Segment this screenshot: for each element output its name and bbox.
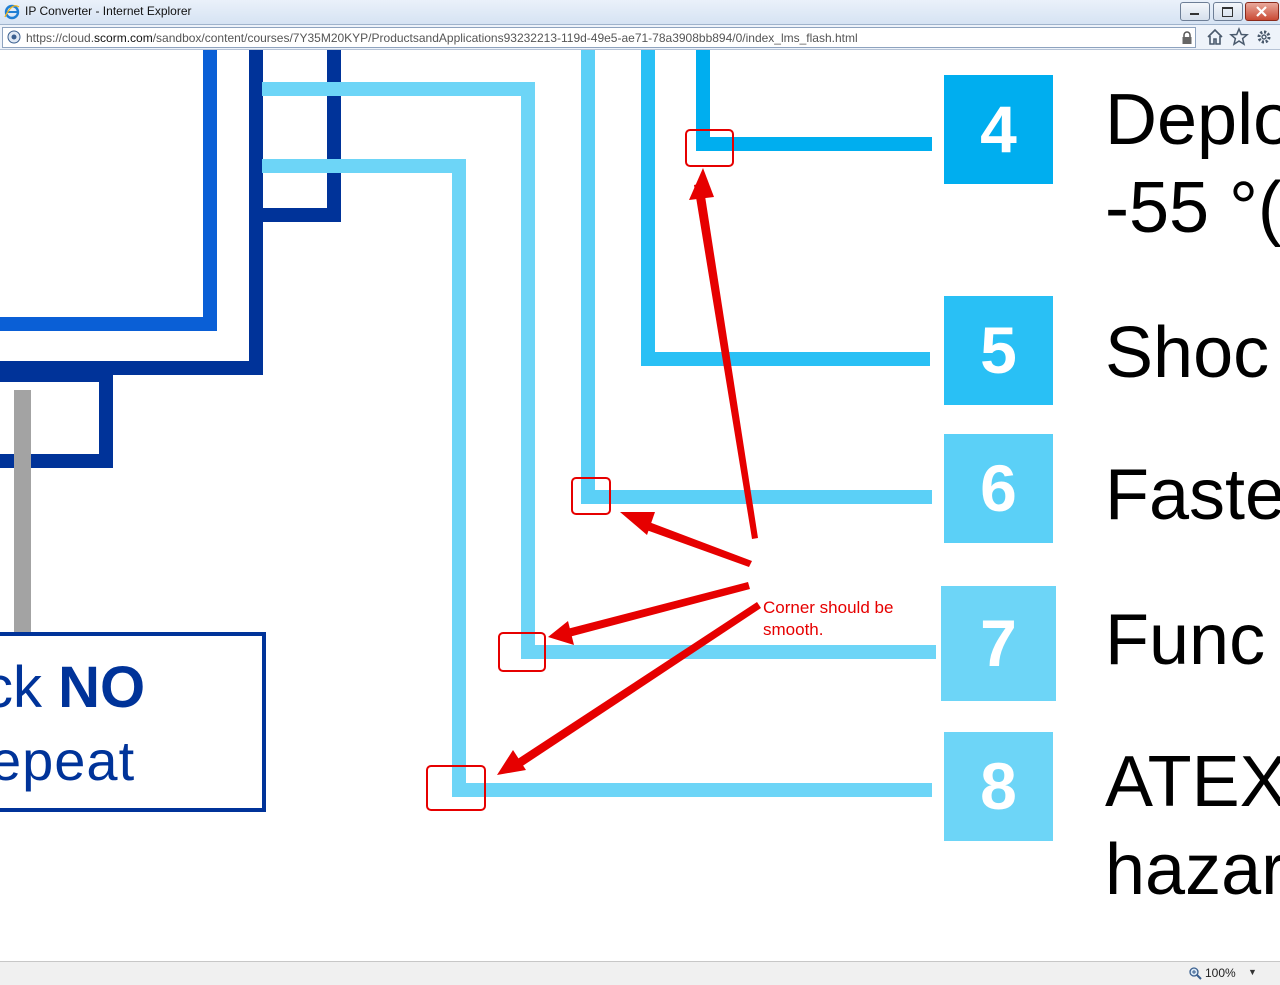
highlight-box-corner-8 <box>426 765 486 811</box>
restore-button[interactable] <box>1213 2 1243 21</box>
number-box-6: 6 <box>944 434 1053 543</box>
arrow-head-6 <box>620 512 655 535</box>
grey-connector <box>14 390 31 634</box>
url-text: https://cloud.scorm.com/sandbox/content/… <box>26 31 858 45</box>
number-8: 8 <box>980 749 1017 823</box>
site-icon <box>7 30 21 44</box>
annotation-line2: smooth. <box>763 620 824 639</box>
no-option-box[interactable]: ck NO epeat <box>0 632 266 812</box>
arrow-to-corner-4 <box>694 183 758 539</box>
arrow-head-7 <box>548 621 574 645</box>
connector-item-4 <box>696 50 932 151</box>
no-box-line1: ck NO <box>0 654 145 721</box>
zoom-dropdown-icon[interactable]: ▼ <box>1248 967 1257 977</box>
connector-item-5 <box>641 50 930 366</box>
item-label-7: Func <box>1105 600 1266 680</box>
number-6: 6 <box>980 451 1017 525</box>
highlight-box-corner-4 <box>685 129 734 167</box>
annotation-line1: Corner should be <box>763 598 894 617</box>
connector-mid-blue <box>0 50 217 331</box>
annotation-note: Corner should be smooth. <box>763 597 893 641</box>
connector-dark-blue-2 <box>258 50 341 222</box>
number-box-7: 7 <box>941 586 1056 701</box>
number-box-4: 4 <box>944 75 1053 184</box>
connector-diagram <box>0 50 936 811</box>
item-label-8: ATEX hazar <box>1105 742 1280 910</box>
number-box-5: 5 <box>944 296 1053 405</box>
minimize-icon <box>1190 13 1199 15</box>
window-title: IP Converter - Internet Explorer <box>25 4 192 18</box>
address-bar: https://cloud.scorm.com/sandbox/content/… <box>0 25 1280 50</box>
connector-item-7 <box>262 82 936 659</box>
internet-explorer-icon <box>4 4 20 20</box>
number-4: 4 <box>980 92 1017 166</box>
item-label-6: Faste <box>1105 455 1280 535</box>
url-domain: scorm.com <box>94 31 153 45</box>
url-path: /sandbox/content/courses/7Y35M20KYP/Prod… <box>152 31 858 45</box>
tools-gear-icon[interactable] <box>1254 27 1274 47</box>
home-icon[interactable] <box>1205 27 1225 47</box>
arrow-head-4 <box>689 168 714 200</box>
no-box-prefix: ck <box>0 655 42 720</box>
connector-item-6 <box>581 50 932 504</box>
zoom-icon[interactable] <box>1188 966 1202 980</box>
favorites-star-icon[interactable] <box>1229 27 1249 47</box>
arrow-to-corner-6 <box>638 519 752 567</box>
number-7: 7 <box>980 606 1017 680</box>
close-window-button[interactable] <box>1245 2 1279 21</box>
number-5: 5 <box>980 313 1017 387</box>
arrow-to-corner-8 <box>516 602 761 767</box>
zoom-level[interactable]: 100% <box>1205 966 1236 980</box>
no-box-bold: NO <box>58 655 146 720</box>
annotation-arrows <box>497 168 761 775</box>
minimize-button[interactable] <box>1180 2 1210 21</box>
flash-slide-content: 4 5 6 7 8 Deplo -55 °( Shoc Faste Func A… <box>0 50 1280 961</box>
highlight-box-corner-6 <box>571 477 611 515</box>
connector-item-8 <box>262 159 932 797</box>
window-titlebar: IP Converter - Internet Explorer <box>0 0 1280 25</box>
status-bar: 100% ▼ <box>0 961 1280 985</box>
number-box-8: 8 <box>944 732 1053 841</box>
arrow-to-corner-7 <box>567 582 750 637</box>
url-prefix: https://cloud. <box>26 31 95 45</box>
arrow-head-8 <box>497 750 526 775</box>
item-label-4: Deplo -55 °( <box>1105 80 1280 248</box>
url-field[interactable]: https://cloud.scorm.com/sandbox/content/… <box>2 27 1196 48</box>
connector-dark-blue-3 <box>0 368 113 468</box>
lock-icon[interactable] <box>1180 31 1194 45</box>
highlight-box-corner-7 <box>498 632 546 672</box>
no-box-line2: epeat <box>0 729 136 792</box>
restore-icon <box>1222 7 1233 17</box>
item-label-5: Shoc <box>1105 313 1270 393</box>
close-icon <box>1256 6 1267 17</box>
